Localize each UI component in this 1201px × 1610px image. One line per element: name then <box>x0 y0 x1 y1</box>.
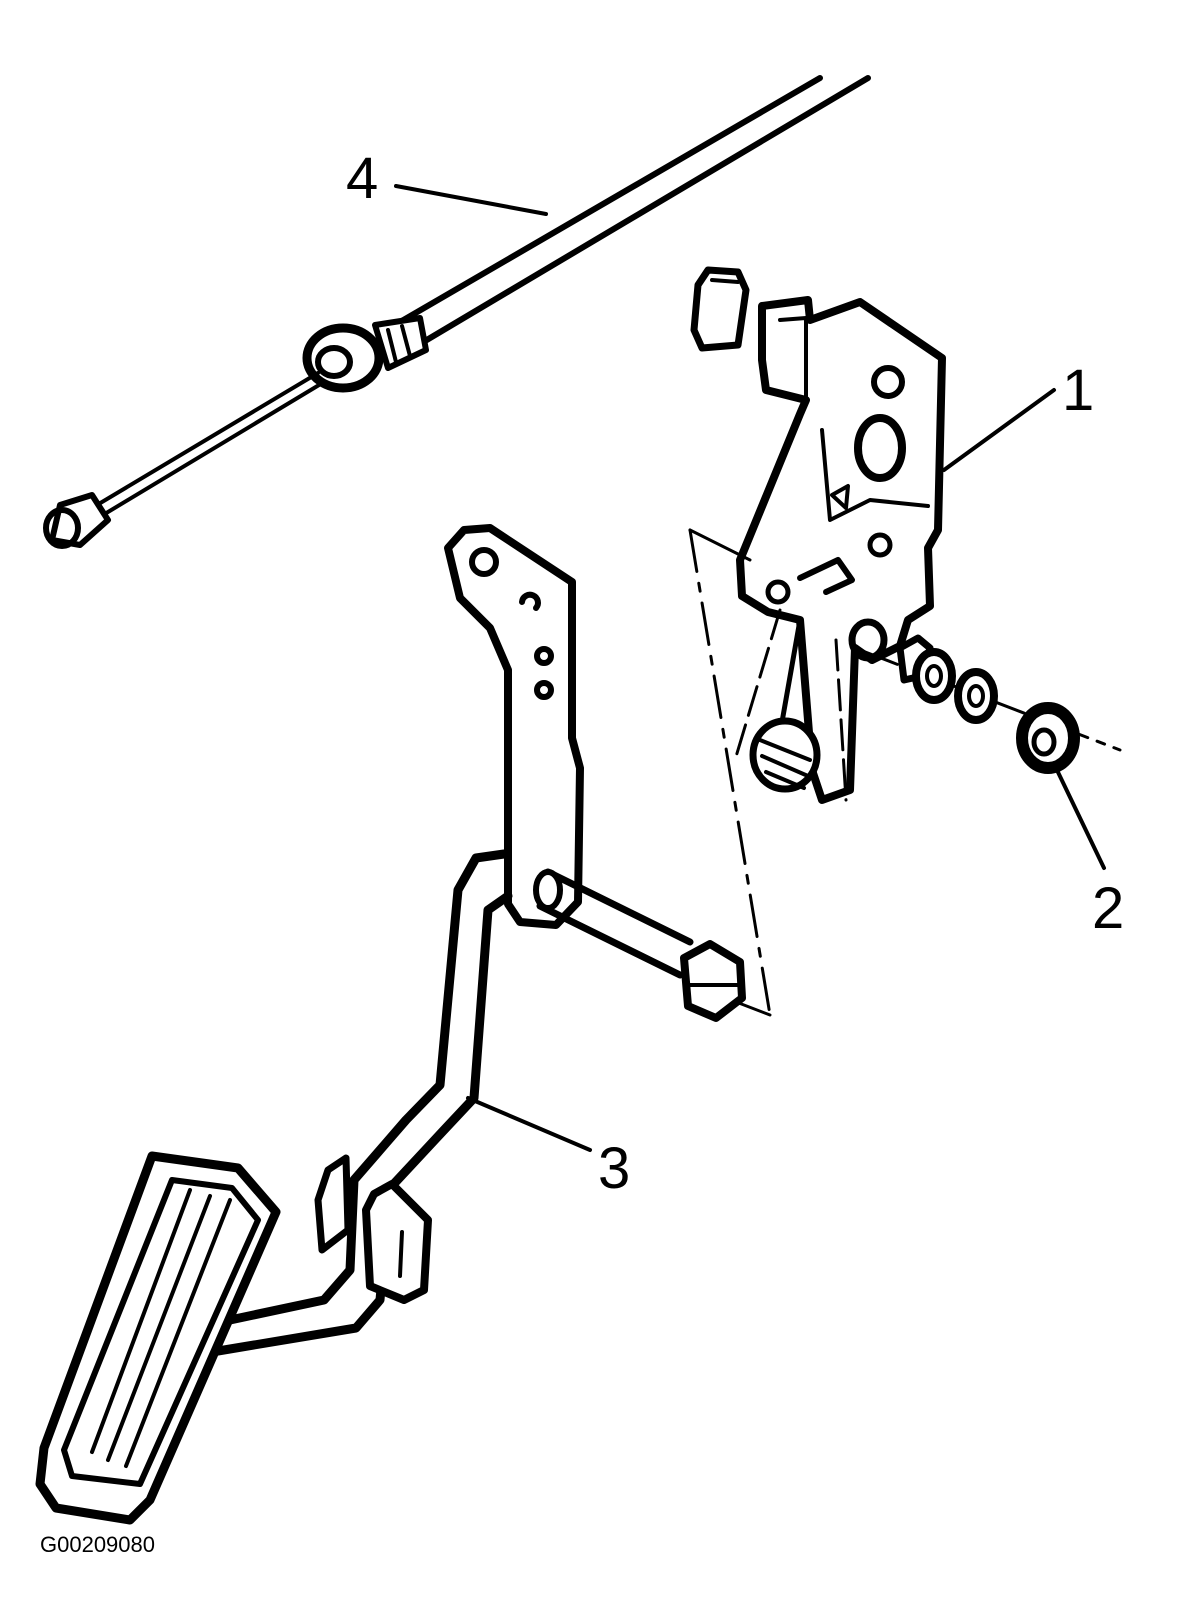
pedal-pad <box>35 1151 281 1525</box>
figure-id: G00209080 <box>40 1532 155 1557</box>
retaining-nut <box>1016 702 1080 774</box>
leader-lines <box>394 184 1106 1152</box>
callout-4: 4 <box>346 146 379 211</box>
pedal-arm <box>207 524 746 1357</box>
accelerator-cable <box>43 75 871 549</box>
callout-1: 1 <box>1062 358 1095 423</box>
pedal-bracket <box>690 266 946 804</box>
callout-2: 2 <box>1092 876 1125 941</box>
pivot-hardware <box>896 634 998 724</box>
installation-guide-lines <box>688 528 848 1017</box>
callout-3: 3 <box>598 1136 631 1201</box>
